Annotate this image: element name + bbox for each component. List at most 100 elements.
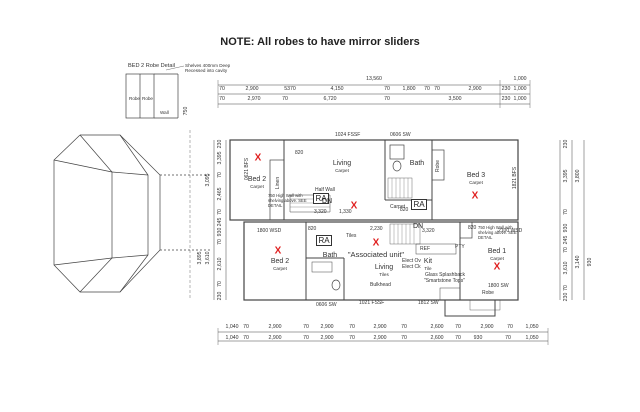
dim-bot-r1-7: 70	[401, 324, 407, 330]
dim-top-r2-3: 6,720	[323, 96, 337, 102]
dim-bot-r1-8: 2,600	[430, 324, 444, 330]
tag-high-wall-lower: 750 High Wall with shelving above. SEE D…	[478, 225, 517, 240]
tag-splashback: Glass Splashback	[425, 272, 466, 278]
tag-stone: "Smartstone Tops"	[424, 278, 465, 284]
dim-bot-r2-2: 2,900	[268, 335, 282, 341]
tag-fssf-top: 1024 FSSF	[335, 132, 361, 138]
dim-left-10: 70	[217, 281, 223, 287]
ra-label-mid: RA	[411, 199, 428, 210]
dim-bot-r2-11: 70	[505, 335, 511, 341]
dim-right-5: 245	[563, 235, 569, 245]
dim-left-3: 70	[217, 172, 223, 178]
dim-left-7: 930	[217, 227, 223, 237]
dim-top-r1-10: 1,000	[513, 86, 527, 92]
associated-unit-label: "Associated unit"	[347, 250, 405, 259]
dim-bot-r2-9: 70	[455, 335, 461, 341]
dim-bot-r2-5: 70	[349, 335, 355, 341]
tag-high-wall-upper: 750 High Wall with shelving above. SEE D…	[268, 193, 307, 208]
dim-left-9: 2,610	[217, 257, 223, 271]
dim-overall: 13,560	[366, 76, 382, 82]
dim-left-0: 230	[217, 139, 223, 149]
dim-right-11: 230	[563, 292, 569, 302]
dim-bot-r1-2: 2,900	[268, 324, 282, 330]
dim-right-9: 930	[587, 257, 593, 267]
dim-right-3: 70	[563, 209, 569, 215]
tag-wsd-mid: 2100 WSD	[498, 228, 523, 234]
dim-left-12: 3,895	[197, 251, 203, 265]
dim-bot-r1-4: 2,900	[320, 324, 334, 330]
dim-top-r2-5: 3,500	[448, 96, 462, 102]
tag-wsd-bed1: 1800 SW	[488, 283, 509, 289]
tag-sw-bot: 0606 SW	[316, 302, 337, 308]
dim-bot-r2-4: 2,900	[320, 335, 334, 341]
dim-bot-r1-0: 1,040	[225, 324, 239, 330]
dim-bot-r1-12: 1,050	[525, 324, 539, 330]
dim-left-2: 3,395	[217, 151, 223, 165]
tag-bulkhead: Bulkhead	[370, 282, 391, 288]
ra-label-lower: RA	[316, 235, 333, 246]
dim-left-5: 70	[217, 209, 223, 215]
dim-bot-r1-5: 70	[349, 324, 355, 330]
tag-elec-ck: Elect Ck	[402, 264, 421, 270]
robe-detail-title: BED 2 Robe Detail	[128, 63, 175, 69]
dim-top-r1-1: 2,900	[245, 86, 259, 92]
tag-robe-lower: Robe	[482, 290, 494, 296]
dim-right-0: 230	[563, 139, 569, 149]
dim-top-r1-extra: 5370	[284, 86, 296, 92]
dim-top-r1-6: 70	[424, 86, 430, 92]
tag-bfs-left: 0621 BFS	[244, 157, 251, 181]
dim-top-r2-1: 2,970	[247, 96, 261, 102]
dim-right-1: 3,395	[563, 169, 569, 183]
tag-door-820-c: 820	[308, 226, 317, 232]
dim-left-4: 2,465	[217, 187, 223, 201]
dim-top-r1-9: 230	[501, 86, 511, 92]
dim-right-6: 70	[563, 247, 569, 253]
note-title: NOTE: All robes to have mirror sliders	[220, 36, 420, 48]
dim-top-r1-7: 70	[434, 86, 440, 92]
dim-bot-r1-6: 2,900	[373, 324, 387, 330]
room-bath-upper: Bath	[409, 160, 425, 167]
dn-label-lower: DN	[413, 223, 424, 230]
dim-top-r2-6: 230	[501, 96, 511, 102]
tag-half-wall: Half Wall	[315, 187, 335, 193]
dim-right-4: 930	[563, 223, 569, 233]
dim-bot-r2-6: 2,900	[373, 335, 387, 341]
dim-top-r1-5: 1,800	[402, 86, 416, 92]
dim-bot-r2-0: 1,040	[225, 335, 239, 341]
x-mark-bed3: X	[471, 190, 479, 202]
tag-bfs-right: 1821 BFS	[512, 166, 519, 190]
dim-right-2: 3,800	[575, 169, 581, 183]
tag-fssf-bot: 1021 FSSF	[359, 300, 385, 306]
room-bath-lower: Bath	[322, 252, 338, 259]
dim-left-8: 70	[217, 239, 223, 245]
robe-detail-robe-2: Robe	[142, 96, 153, 101]
x-mark-bed2-upper: X	[254, 152, 262, 164]
tag-door-820-b: 820	[400, 207, 409, 213]
tag-door-820-d: 820	[468, 225, 477, 231]
robe-detail-note-1: Shelves 400mm Deep	[185, 63, 231, 68]
dim-overall-right: 1,000	[513, 76, 527, 82]
dim-top-r2-0: 70	[219, 96, 225, 102]
dim-top-r2-7: 1,000	[513, 96, 527, 102]
tag-door-820-a: 820	[295, 150, 304, 156]
tag-sw-top: 0606 SW	[390, 132, 411, 138]
ra-label-upper: RA	[313, 193, 330, 204]
dim-bot-r2-1: 70	[243, 335, 249, 341]
dim-bot-r1-3: 70	[303, 324, 309, 330]
dim-bot-r1-10: 2,900	[480, 324, 494, 330]
dim-right-7: 3,610	[563, 261, 569, 275]
tag-sw-bot2: 1812 SW	[418, 300, 439, 306]
dim-top-r1-8: 2,900	[468, 86, 482, 92]
x-mark-bed2-lower: X	[274, 245, 282, 257]
dim-bot-r2-3: 70	[303, 335, 309, 341]
tag-carpet: Carpet	[390, 204, 406, 210]
tag-elec-ov: Elect Ov	[402, 258, 421, 264]
dim-bot-r1-11: 70	[507, 324, 513, 330]
tag-wsd-left: 1800 WSD	[257, 228, 282, 234]
